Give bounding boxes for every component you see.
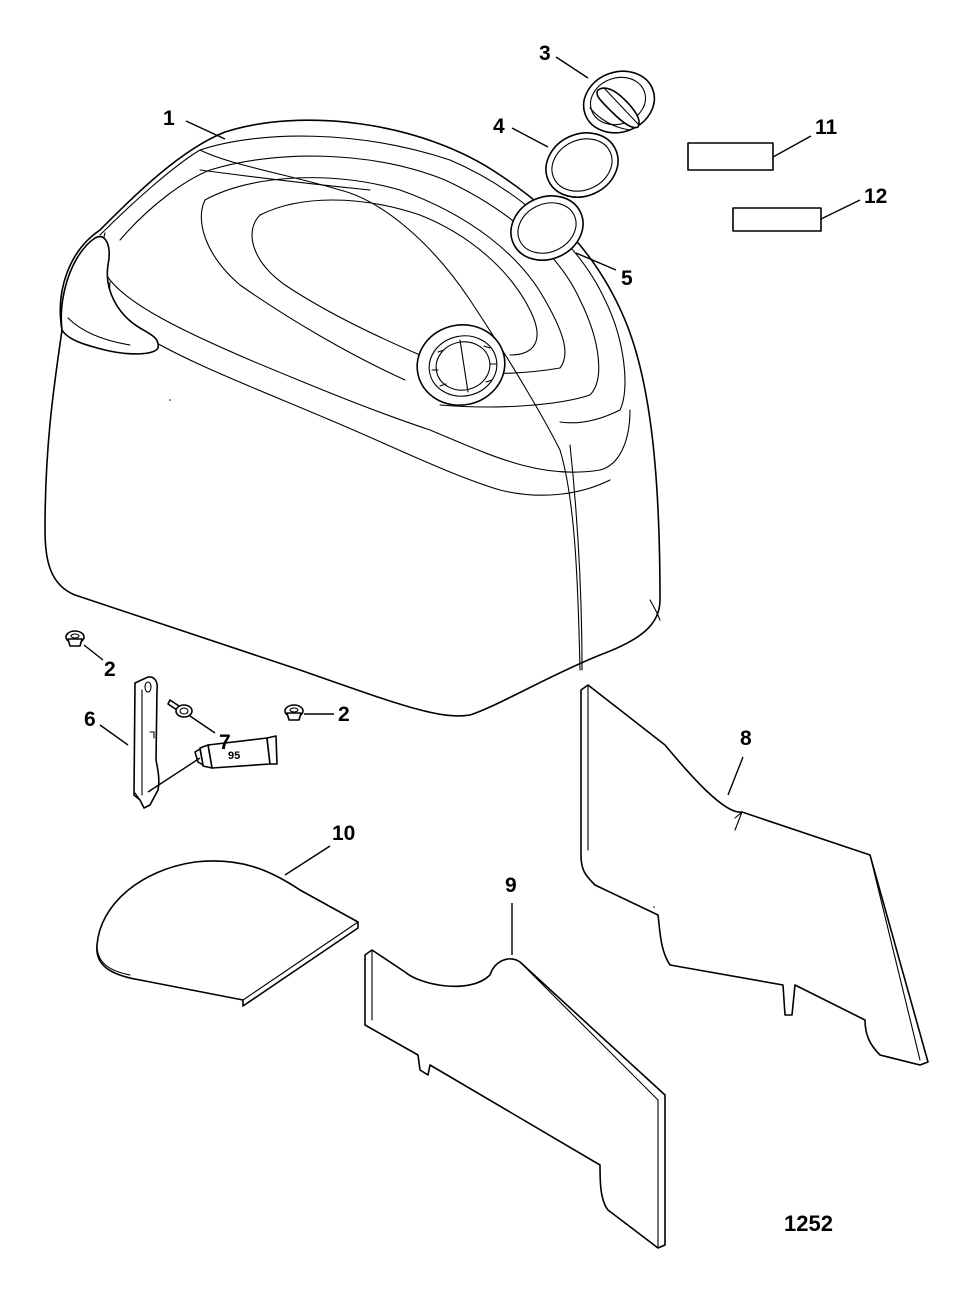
screw-2b	[284, 704, 304, 721]
callout-labels: 1 2 2 3 4 5 6 7 8 9 10 11 12	[84, 42, 887, 897]
filler-cap	[582, 70, 656, 134]
sealant-tube-label: 95	[228, 750, 240, 762]
screw-2a	[65, 630, 85, 647]
callout-1: 1	[163, 107, 175, 130]
decal-11	[687, 142, 774, 171]
decal-12	[732, 207, 822, 232]
insulation-panel-9	[364, 949, 666, 1249]
callout-5: 5	[621, 267, 633, 290]
seal-ring-4	[545, 132, 619, 198]
leader-lines	[83, 56, 861, 955]
callout-10: 10	[332, 822, 355, 845]
top-cowl	[44, 119, 661, 717]
pad-10	[96, 860, 359, 1007]
figure-number: 1252	[784, 1211, 833, 1236]
callout-8: 8	[740, 727, 752, 750]
seal-ring-5	[510, 195, 584, 261]
bracket-6	[133, 676, 160, 809]
sealant-tube: 95	[194, 735, 278, 769]
callout-12: 12	[864, 185, 887, 208]
callout-11: 11	[815, 116, 838, 139]
insulation-panel-8	[580, 684, 929, 1066]
callout-3: 3	[539, 42, 551, 65]
callout-7: 7	[219, 731, 231, 754]
bolt-7	[167, 699, 193, 718]
callout-9: 9	[505, 874, 517, 897]
callout-2b: 2	[338, 703, 350, 726]
callout-4: 4	[493, 115, 505, 138]
callout-6: 6	[84, 708, 96, 731]
callout-2a: 2	[104, 658, 116, 681]
